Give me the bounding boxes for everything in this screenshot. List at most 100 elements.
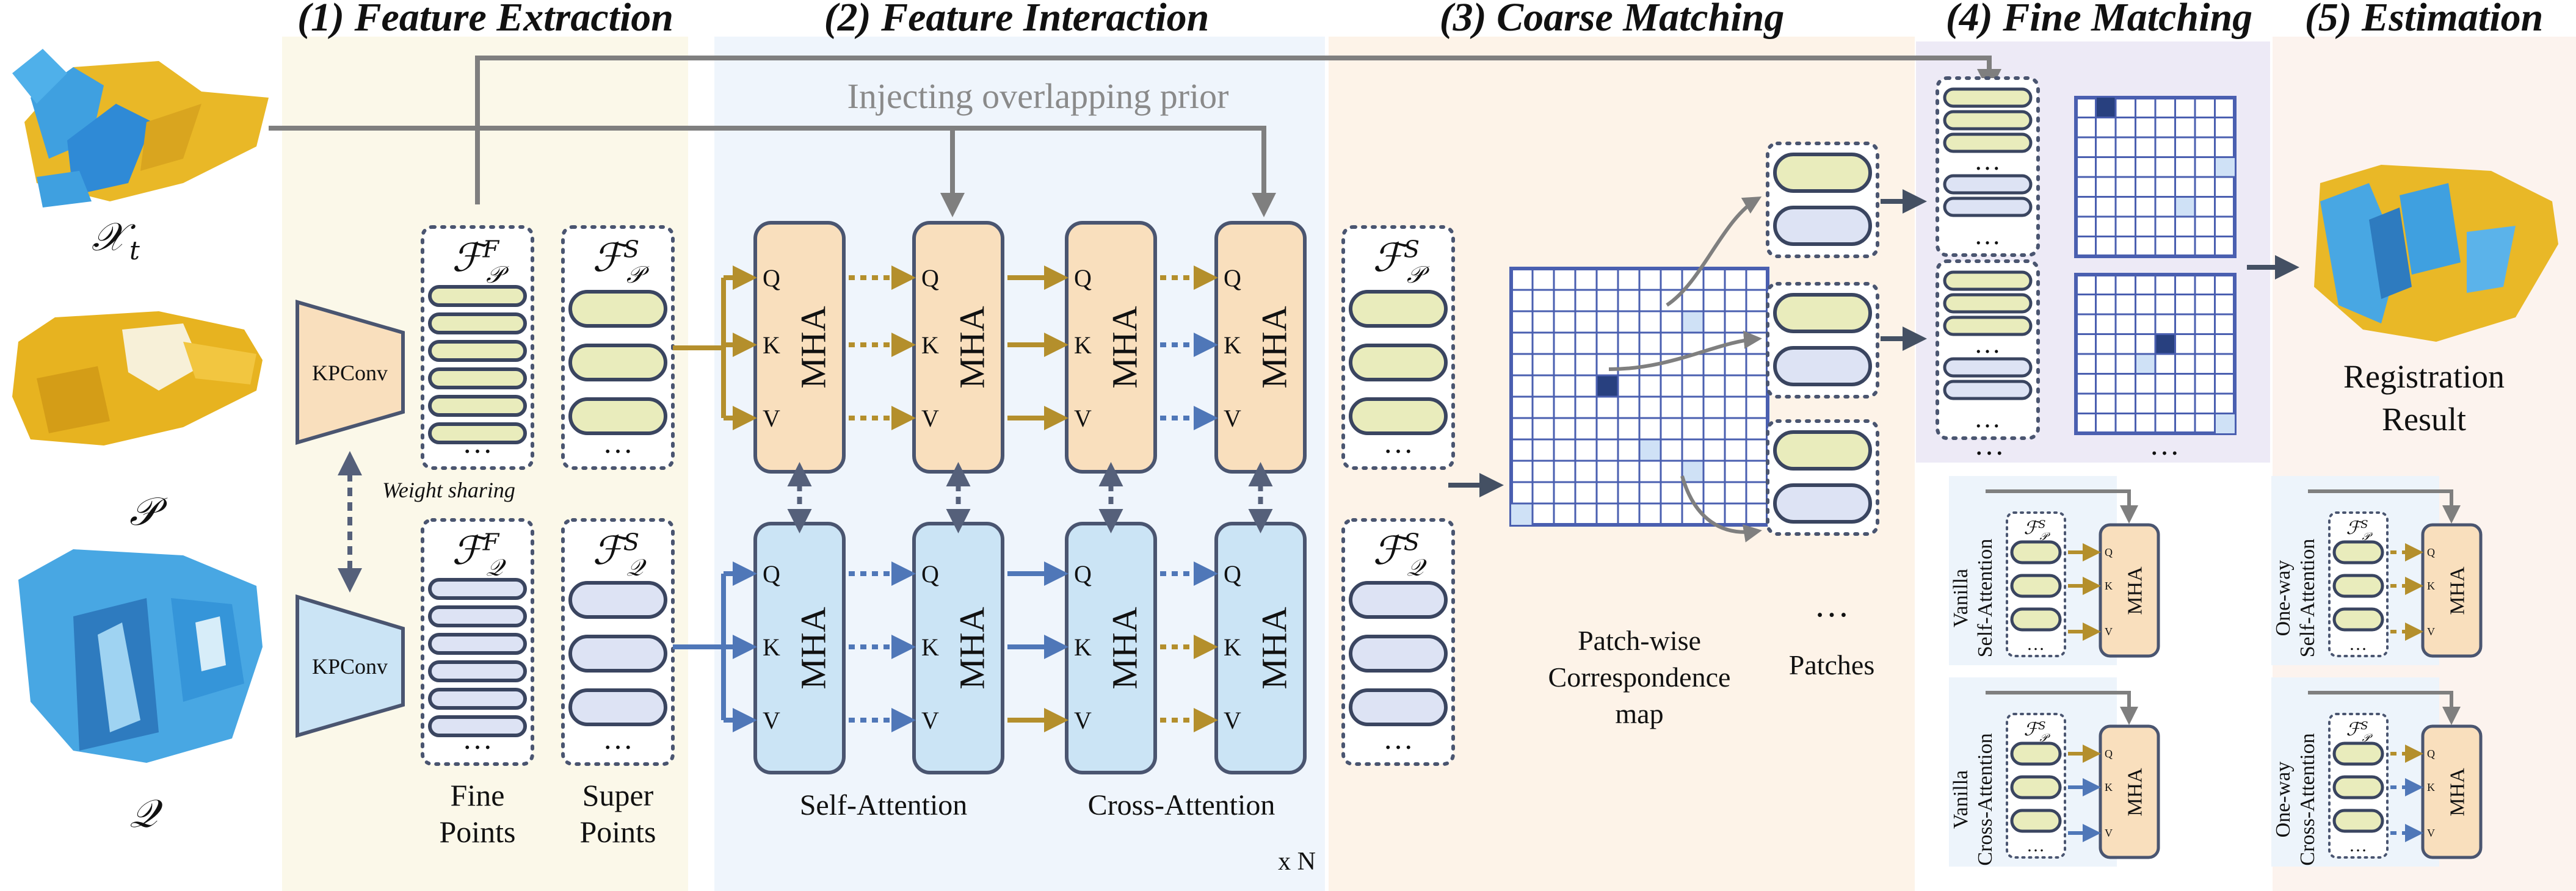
mha-top-3-k-label: K	[1074, 331, 1092, 359]
mha-bottom-2-v-label: V	[921, 707, 939, 734]
patch-pair-3	[1766, 419, 1879, 536]
legend-oneway-self-k-label: K	[2427, 580, 2435, 592]
map-label-line1: Patch-wise	[1578, 625, 1701, 656]
legend-oneway-cross-title-line2: Cross-Attention	[2296, 733, 2319, 865]
legend-vanilla-self-feature-bar	[2010, 540, 2062, 565]
legend-oneway-cross-v-label: V	[2427, 827, 2435, 839]
cross-attention-label: Cross-Attention	[1088, 789, 1275, 821]
fine-features-p-feature-bar	[428, 422, 527, 444]
fine-ellipsis-2: …	[2149, 427, 2180, 461]
legend-oneway-cross-q-label: Q	[2427, 748, 2435, 760]
legend-vanilla-self-ellipsis: …	[2026, 634, 2045, 654]
fan-in-top	[673, 265, 757, 430]
fine-features-2: ……	[1936, 259, 2040, 440]
super-features-p-feature-bar	[568, 397, 667, 435]
coarse-features-q-feature-bar	[1349, 581, 1448, 619]
stage2-title: (2) Feature Interaction	[824, 0, 1210, 40]
stage4-title: (4) Fine Matching	[1946, 0, 2252, 40]
super-points-label-line1: Super	[582, 778, 654, 812]
weight-sharing-label: Weight sharing	[382, 478, 515, 502]
mha-bottom-3-k-label: K	[1074, 633, 1092, 661]
legend-vanilla-self-q-label: Q	[2105, 546, 2113, 558]
legend-oneway-self-feature-bar	[2332, 574, 2384, 598]
legend-vanilla-cross-prior-arrow	[1986, 691, 2138, 725]
mha-bottom-3-v-label: V	[1074, 707, 1092, 734]
legend-oneway-cross-feature-bar	[2332, 741, 2384, 766]
fine-features-p-ellipsis: …	[462, 425, 493, 460]
fine-ellipsis-1: …	[1974, 427, 2005, 461]
fine-features-2-p-bar	[1943, 316, 2033, 336]
map-label-line2: Correspondence	[1548, 662, 1731, 693]
fine-matching-group: …………	[1936, 76, 2237, 440]
mha-top-4-k-label: K	[1224, 331, 1241, 359]
coarse-features-q-ellipsis: …	[1383, 721, 1413, 756]
repeat-label: x N	[1278, 848, 1316, 876]
mha-top-3-q-label: Q	[1074, 264, 1092, 292]
coarse-features-p-feature-bar	[1349, 290, 1448, 328]
mha-top-1-q-label: Q	[763, 264, 780, 292]
legend-oneway-self-mha-label: MHA	[2447, 566, 2469, 615]
coarse-map-light-cell	[1682, 311, 1703, 333]
xt-subscript: t	[129, 236, 140, 265]
result-label-line1: Registration	[2343, 358, 2505, 395]
registration-result-image	[2314, 165, 2558, 342]
fine-features-2-p-bar	[1943, 293, 2033, 314]
mha-bottom-1-mha-label: MHA	[794, 607, 833, 689]
patches-ellipsis: …	[1814, 585, 1849, 624]
kpconv-top	[296, 300, 405, 445]
coarse-features-p-label-sup: S	[1404, 236, 1420, 264]
fan-in-top-stem	[673, 278, 726, 418]
fine-points-label-line1: Fine	[451, 778, 505, 812]
legend-vanilla-self-mha-label: MHA	[2124, 566, 2147, 615]
fine-features-1-p-bar	[1943, 110, 2033, 131]
result-label-line2: Result	[2382, 401, 2466, 438]
legend-vanilla-cross-ellipsis: …	[2026, 835, 2045, 856]
patch-links	[1608, 196, 1762, 543]
mha-bottom-4-v-label: V	[1224, 707, 1241, 734]
kpconv-bottom	[296, 594, 405, 738]
mha-bottom-3-q-label: Q	[1074, 560, 1092, 588]
patch-pair-1-q-bar	[1773, 206, 1872, 246]
fine-map-1-light-cell	[2175, 197, 2195, 217]
mha-bottom-3-mha-label: MHA	[1105, 607, 1145, 689]
super-features-q-feature-bar	[568, 581, 667, 619]
legend-vanilla-self-title-line1: Vanilla	[1950, 569, 1972, 627]
q-label: 𝒬	[129, 792, 163, 837]
coarse-features-q-label-sup: S	[1404, 529, 1420, 557]
super-features-p-feature-bar	[568, 344, 667, 381]
fine-features-2-ellipsis-p: …	[1974, 329, 2001, 359]
fine-features-q-feature-bar	[428, 605, 527, 627]
fine-map-2-light-cell	[2215, 413, 2235, 433]
fine-features-q-feature-bar	[428, 633, 527, 655]
legend-oneway-self-ellipsis: …	[2349, 634, 2367, 654]
point-cloud-p-image	[12, 311, 263, 446]
legend-vanilla-self-feature-bar	[2010, 574, 2062, 598]
legend-vanilla-self-k-label: K	[2105, 580, 2113, 592]
legend-vanilla-cross-title-line2: Cross-Attention	[1974, 733, 1997, 865]
fine-features-2-q-bar	[1943, 357, 2033, 378]
fine-features-q-feature-bar	[428, 660, 527, 682]
patch-pair-1-p-bar	[1773, 153, 1872, 193]
mha-bottom-4-k-label: K	[1224, 633, 1241, 661]
mha-top-1-mha-label: MHA	[794, 306, 833, 388]
fine-features-p-label-sup: F	[482, 236, 500, 264]
point-cloud-xt-image	[12, 49, 269, 207]
super-features-q-label-sub: 𝒬	[626, 554, 647, 582]
fine-features-q-feature-bar	[428, 715, 527, 737]
legend-oneway-cross-title-line1: One-way	[2272, 762, 2295, 838]
fine-points-label-line2: Points	[439, 815, 515, 849]
super-features-p-label-sup: S	[623, 236, 639, 264]
fine-features-q-feature-bar	[428, 688, 527, 710]
legend-vanilla-self-v-label: V	[2105, 626, 2113, 638]
